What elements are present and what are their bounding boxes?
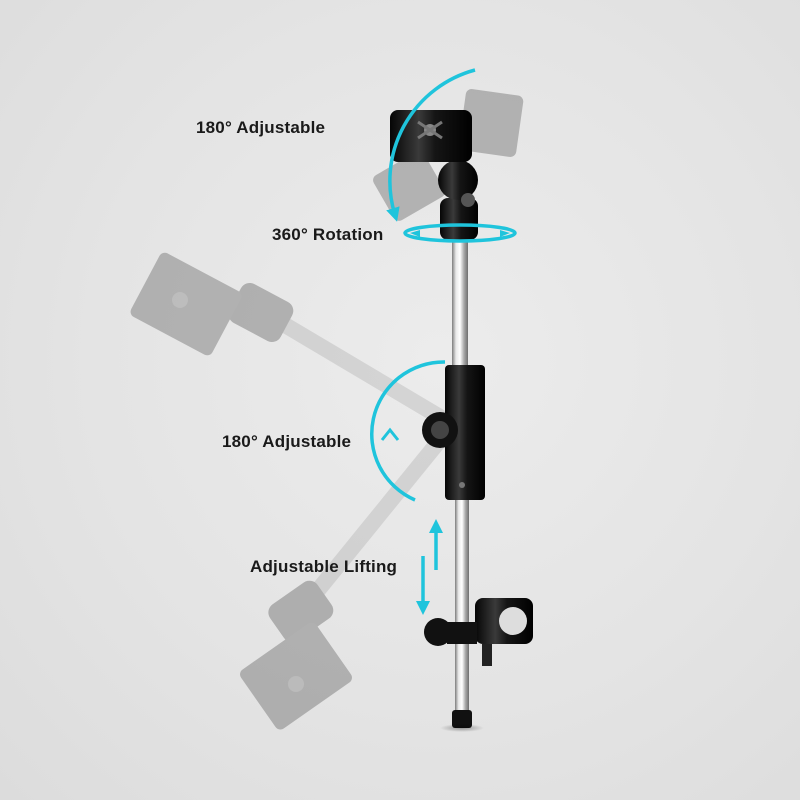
rotation-arc-icon [370, 360, 446, 502]
arrow-up-icon [380, 427, 400, 441]
rotation-arc-icon [386, 68, 476, 222]
label-180-adjustable-top: 180° Adjustable [196, 118, 326, 137]
label-adjustable-lifting: Adjustable Lifting [250, 557, 398, 576]
ghost-arm-upper [130, 252, 453, 428]
main-pole [390, 110, 533, 732]
double-arrow-icon [416, 519, 443, 615]
label-360-rotation: 360° Rotation [272, 225, 384, 244]
rotation-ring-icon [403, 223, 517, 243]
ghost-arm-lower [240, 432, 448, 730]
label-180-adjustable-middle: 180° Adjustable [222, 432, 352, 451]
